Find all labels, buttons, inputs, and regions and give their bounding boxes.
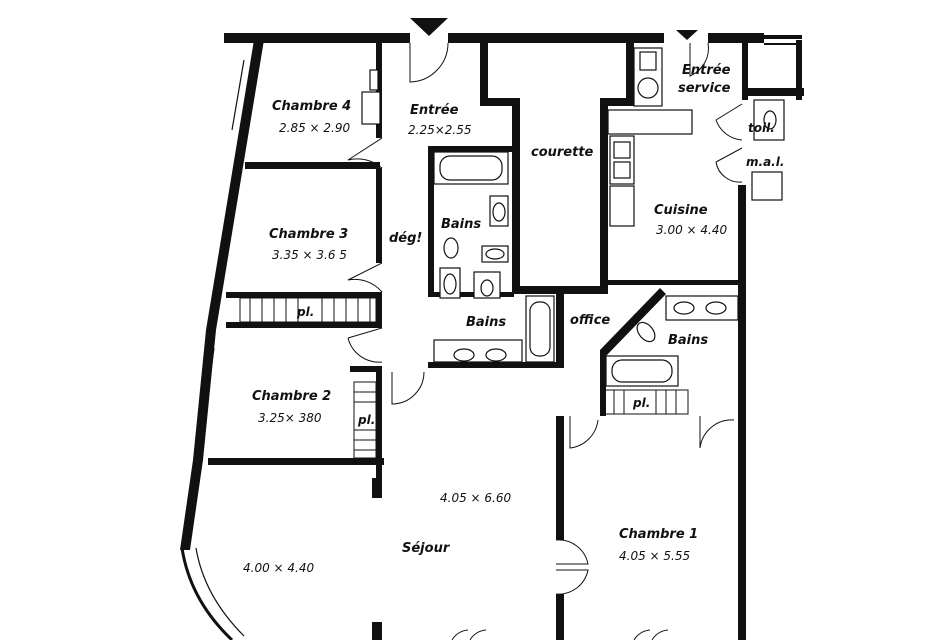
placard-chambre2 <box>353 381 377 459</box>
walls <box>180 33 804 640</box>
toil-label: toil. <box>748 121 775 135</box>
pl2-label: pl. <box>357 413 375 427</box>
bains3-label: Bains <box>668 333 708 348</box>
office-label: office <box>570 313 610 328</box>
service-entrance-arrow-icon <box>676 30 698 40</box>
sejour-dims: 4.05 × 6.60 <box>440 491 511 505</box>
pl1-label: pl. <box>296 305 314 319</box>
chambre3-dims: 3.35 × 3.6 5 <box>272 248 347 262</box>
chambre2-name: Chambre 2 <box>252 389 331 404</box>
windows <box>199 37 802 453</box>
fixtures <box>361 47 785 387</box>
bains1-label: Bains <box>441 217 481 232</box>
entree-service-label-1: Entrée <box>682 63 731 78</box>
main-entrance-arrow-icon <box>410 18 448 36</box>
chambre4-dims: 2.85 × 2.90 <box>279 121 350 135</box>
deg-label: dég! <box>389 231 422 246</box>
room-labels: Chambre 4 2.85 × 2.90 Entrée 2.25×2.55 E… <box>243 63 784 575</box>
cuisine-dims: 3.00 × 4.40 <box>656 223 727 237</box>
pl3-label: pl. <box>632 396 650 410</box>
entree-service-label-2: service <box>678 81 731 96</box>
doors <box>347 42 743 640</box>
placard-chambre3 <box>239 297 377 323</box>
mal-label: m.a.l. <box>746 155 784 169</box>
placard-bains3 <box>603 389 689 415</box>
chambre2-dims: 3.25× 380 <box>258 411 322 425</box>
cuisine-name: Cuisine <box>654 203 708 218</box>
chambre4-name: Chambre 4 <box>272 99 351 114</box>
courette-label: courette <box>531 145 594 160</box>
chambre3-name: Chambre 3 <box>269 227 348 242</box>
salon-dims: 4.00 × 4.40 <box>243 561 314 575</box>
chambre1-name: Chambre 1 <box>619 527 698 542</box>
entree-dims: 2.25×2.55 <box>408 123 472 137</box>
bains2-label: Bains <box>466 315 506 330</box>
chambre1-dims: 4.05 × 5.55 <box>619 549 690 563</box>
sejour-name: Séjour <box>402 541 451 556</box>
entree-name: Entrée <box>410 103 459 118</box>
